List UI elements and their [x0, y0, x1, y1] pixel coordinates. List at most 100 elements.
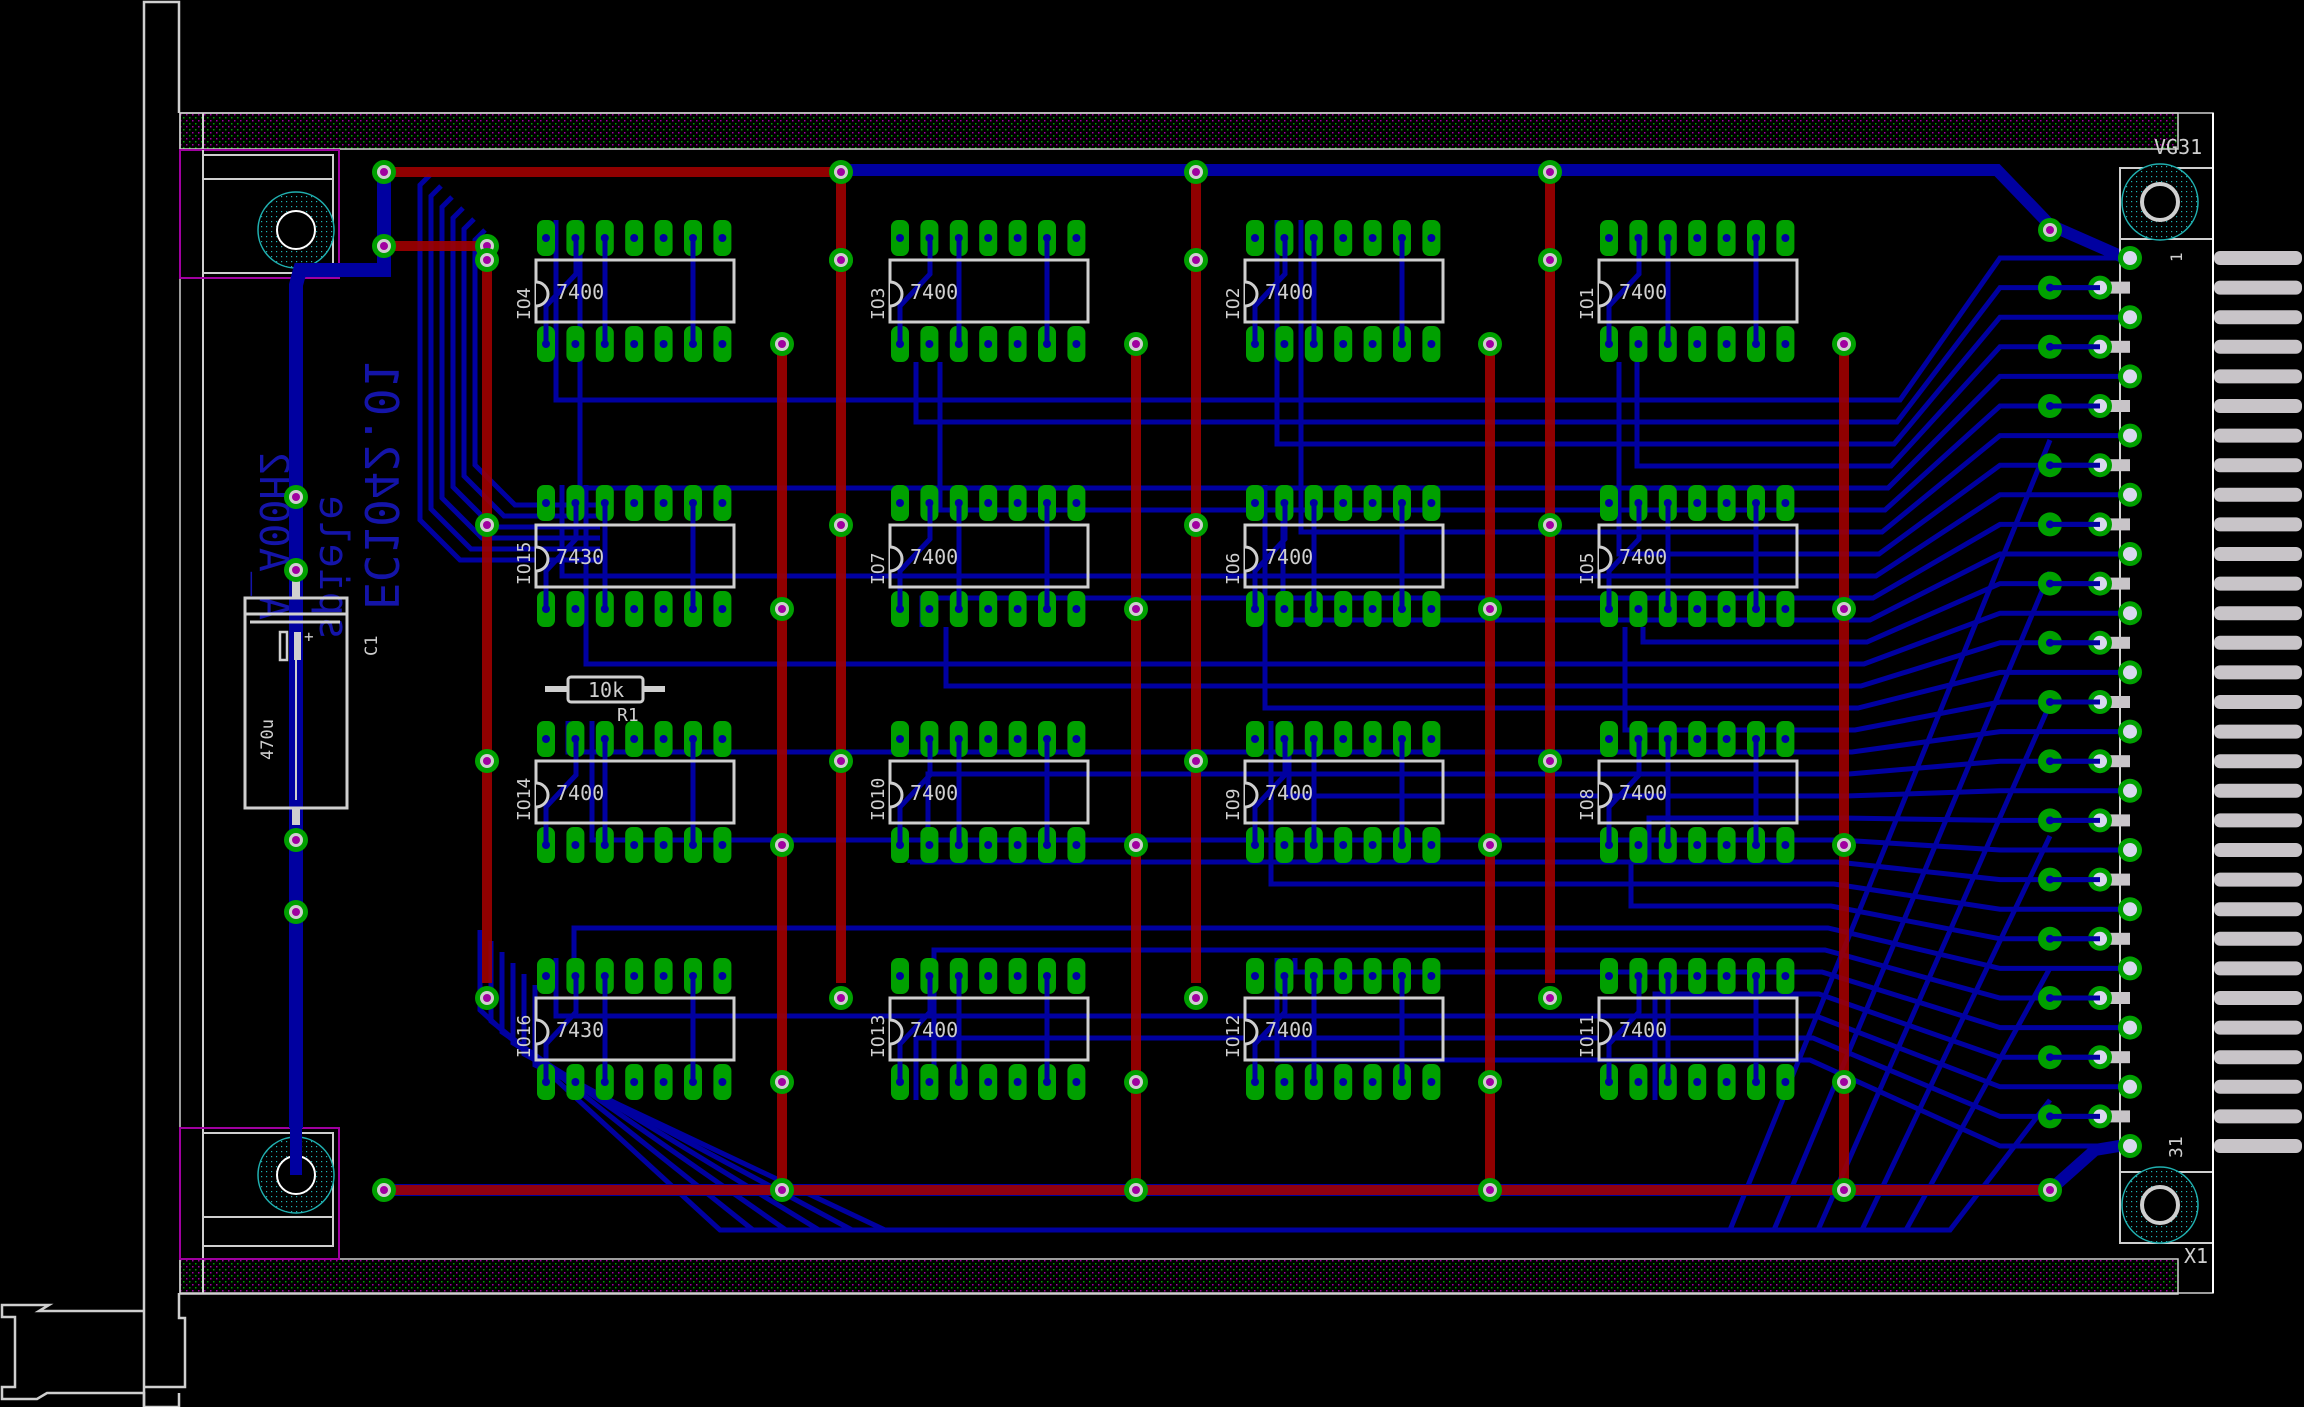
pad-drill	[1072, 1078, 1081, 1086]
gnd-bus-trace	[384, 1139, 2126, 1196]
pad-drill	[1368, 234, 1377, 242]
capacitor-c1[interactable]: + 470u C1	[243, 578, 382, 825]
pad-drill	[1605, 735, 1613, 743]
signal-trace	[521, 571, 2053, 1233]
pad-drill	[1634, 841, 1643, 849]
ic-internal-trace	[1252, 739, 1288, 845]
pad-drill	[1072, 841, 1081, 849]
connector-pin	[2038, 571, 2302, 596]
pad-drill	[1072, 234, 1081, 242]
signal-trace	[450, 206, 600, 530]
pad-drill	[1781, 972, 1790, 980]
pad-drill	[1427, 499, 1436, 507]
pad-drill	[1280, 1078, 1289, 1086]
connector-value: VG31	[2154, 135, 2202, 159]
pad-drill	[659, 340, 668, 348]
ic-value: 7400	[556, 280, 604, 304]
pad-drill	[542, 972, 550, 980]
ic-ref: IO7	[868, 552, 889, 585]
pad-drill	[1368, 605, 1377, 613]
pad-drill	[1072, 735, 1081, 743]
pad-drill	[630, 340, 639, 348]
via	[1124, 1178, 1148, 1202]
via	[1184, 248, 1208, 272]
pad-drill	[1634, 340, 1643, 348]
pad-drill	[925, 340, 934, 348]
ic-value: 7400	[1619, 280, 1667, 304]
pad-drill	[1427, 340, 1436, 348]
via	[475, 513, 499, 537]
pad-drill	[984, 1078, 993, 1086]
ic-internal-trace	[897, 739, 933, 845]
pad-drill	[542, 499, 550, 507]
capacitor-value: 470u	[258, 719, 278, 760]
pad-drill	[1427, 234, 1436, 242]
ic-value: 7400	[1619, 781, 1667, 805]
ic-internal-trace	[1606, 503, 1642, 609]
via	[1538, 160, 1562, 184]
capacitor-ref: C1	[362, 636, 382, 656]
pad-drill	[1368, 1078, 1377, 1086]
pad-drill	[1339, 234, 1348, 242]
connector-pin	[2118, 305, 2302, 330]
via	[2038, 1178, 2062, 1202]
board-outline	[179, 112, 2214, 1295]
ic-io8[interactable]: 7400 IO8	[1577, 721, 1799, 863]
signal-trace	[589, 721, 2130, 853]
via	[1184, 749, 1208, 773]
pad-drill	[1693, 605, 1702, 613]
pad-drill	[1013, 234, 1022, 242]
board-id-text: EC1042.01	[354, 361, 408, 610]
ic-ref: IO13	[868, 1015, 889, 1058]
pad-drill	[984, 605, 993, 613]
pad-drill	[1722, 605, 1731, 613]
pad-drill	[925, 841, 934, 849]
pad-drill	[1722, 499, 1731, 507]
ic-ref: IO5	[1577, 552, 1598, 585]
resistor-value: 10k	[588, 678, 624, 702]
signal-trace	[907, 859, 2130, 883]
connector-pin	[2038, 926, 2302, 951]
via	[1832, 332, 1856, 356]
pad-drill	[1722, 1078, 1731, 1086]
ic-internal-trace	[1606, 976, 1642, 1082]
pad-drill	[1339, 841, 1348, 849]
pad-drill	[1781, 841, 1790, 849]
ic-ref: IO9	[1223, 788, 1244, 821]
connector-pin	[2118, 1074, 2302, 1099]
pad-drill	[896, 234, 904, 242]
ic-value: 7400	[910, 545, 958, 569]
pad-drill	[718, 1078, 727, 1086]
pad-drill	[984, 972, 993, 980]
edge-connector-x1[interactable]: VG31 X1 1 31	[2038, 113, 2302, 1293]
pad-drill	[1251, 499, 1259, 507]
connector-pin	[2118, 482, 2302, 507]
ic-ref: IO2	[1223, 287, 1244, 320]
pad-drill	[1013, 1078, 1022, 1086]
via	[1538, 986, 1562, 1010]
connector-pin	[2038, 808, 2302, 833]
ic-io7[interactable]: 7400 IO7	[868, 485, 1090, 627]
ic-ref: IO8	[1577, 788, 1598, 821]
signal-trace	[439, 195, 600, 541]
ic-notch	[889, 781, 904, 809]
pad-drill	[1781, 605, 1790, 613]
pad-drill	[718, 234, 727, 242]
resistor-r1[interactable]: 10k R1	[545, 675, 665, 726]
